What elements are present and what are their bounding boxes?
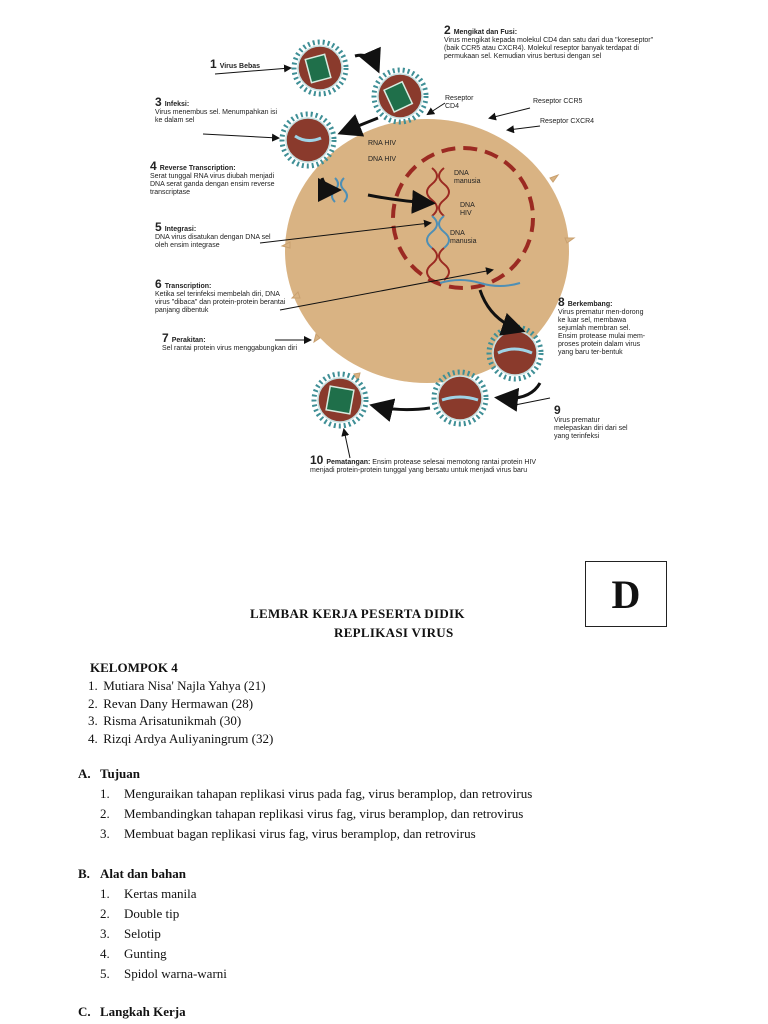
page-subtitle: REPLIKASI VIRUS <box>334 625 454 640</box>
list-item: 4. Rizqi Ardya Auliyaningrum (32) <box>88 730 274 746</box>
list-item: 4.Gunting <box>100 946 167 961</box>
dna-human-bottom-label: DNA manusia <box>450 230 477 245</box>
list-item: 1.Kertas manila <box>100 886 197 901</box>
step-9-label: 9 Virus prematur melepaskan diri dari se… <box>554 403 628 440</box>
group-heading: KELOMPOK 4 <box>90 660 178 675</box>
section-b-list: 1.Kertas manila 2.Double tip 3.Selotip 4… <box>100 884 227 984</box>
list-item: 1. Mutiara Nisa' Najla Yahya (21) <box>88 678 266 693</box>
list-item: 3.Membuat bagan replikasi virus fag, vir… <box>100 826 476 841</box>
list-item: 2.Membandingkan tahapan replikasi virus … <box>100 806 524 821</box>
dna-hiv-label-left: DNA HIV <box>368 156 397 163</box>
section-c-heading: C.Langkah Kerja <box>78 1004 186 1019</box>
list-item: 2.Double tip <box>100 906 180 921</box>
nucleus <box>391 146 535 290</box>
section-a-list: 1.Menguraikan tahapan replikasi virus pa… <box>100 784 532 844</box>
list-item: 1.Menguraikan tahapan replikasi virus pa… <box>100 786 533 801</box>
dna-human-top-label: DNA manusia <box>454 170 481 185</box>
section-a-heading: A.Tujuan <box>78 766 140 781</box>
list-item: 2. Revan Dany Hermawan (28) <box>88 695 254 711</box>
member-list: 1. Mutiara Nisa' Najla Yahya (21) 2. Rev… <box>88 677 273 747</box>
list-item: 5.Spidol warna-warni <box>100 966 227 981</box>
receptor-cd4-label: Reseptor CD4 <box>445 95 474 110</box>
diagram-graphic <box>202 18 576 459</box>
list-item: 3. Risma Arisatunikmah (30) <box>88 713 242 728</box>
group-letter: D <box>611 571 641 617</box>
rna-hiv-label: RNA HIV <box>368 140 397 147</box>
dna-hiv-mid-label: DNA HIV <box>460 202 475 217</box>
receptor-ccr5-label: Reseptor CCR5 <box>533 98 583 105</box>
section-b-heading: B.Alat dan bahan <box>78 866 186 881</box>
page-title: LEMBAR KERJA PESERTA DIDIK <box>250 606 465 621</box>
group-letter-box: D <box>585 561 667 627</box>
receptor-cxcr4-label: Reseptor CXCR4 <box>540 118 595 125</box>
list-item: 3.Selotip <box>100 926 161 941</box>
